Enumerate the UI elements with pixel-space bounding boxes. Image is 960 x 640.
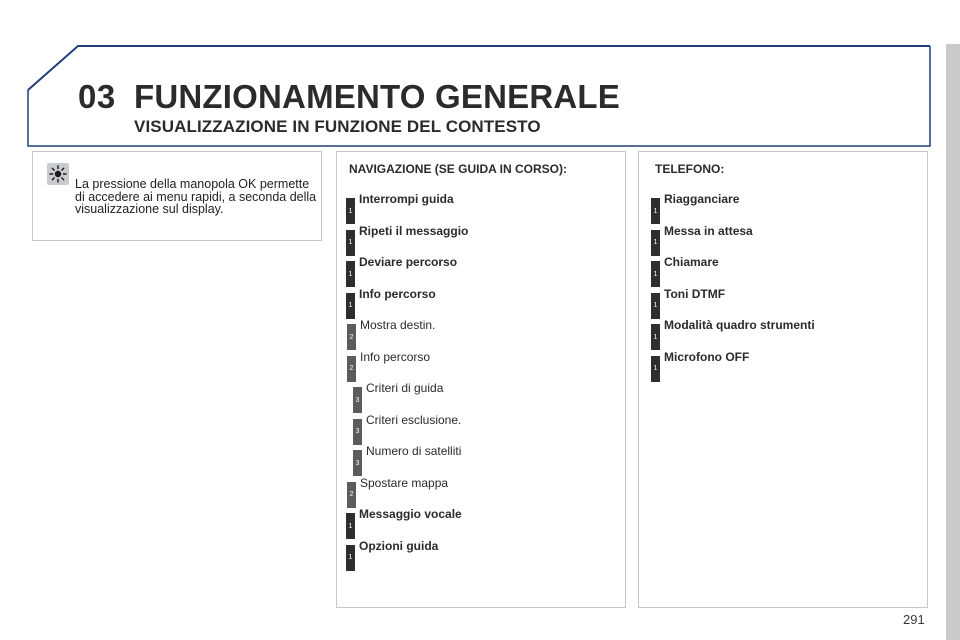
- telephone-menu-item: Chiamare: [664, 255, 719, 269]
- chapter-title: FUNZIONAMENTO GENERALE: [134, 78, 620, 115]
- telephone-level-badge: 1: [651, 292, 660, 319]
- navigation-menu-item: Mostra destin.: [360, 318, 436, 332]
- telephone-menu-item: Modalità quadro strumenti: [664, 318, 815, 332]
- navigation-menu-item: Criteri di guida: [366, 381, 444, 395]
- navigation-level-badge: 1: [346, 544, 355, 571]
- navigation-menu-item: Info percorso: [359, 286, 436, 301]
- telephone-level-badge: 1: [651, 198, 660, 224]
- telephone-menu-item: Riagganciare: [664, 192, 740, 206]
- navigation-menu-item: Interrompi guida: [359, 192, 454, 206]
- navigation-level-badge: 1: [346, 513, 355, 539]
- navigation-level-badge: 2: [347, 324, 356, 350]
- telephone-level-badge: 1: [651, 229, 660, 256]
- navigation-menu-item: Messaggio vocale: [359, 507, 462, 521]
- navigation-level-badge: 1: [346, 198, 355, 224]
- navigation-level-badge: 1: [346, 261, 355, 287]
- navigation-level-badge: 3: [353, 387, 362, 413]
- telephone-section-title: TELEFONO:: [655, 162, 725, 176]
- navigation-panel: [336, 151, 626, 608]
- telephone-panel: [638, 151, 928, 608]
- telephone-level-badge: 1: [651, 324, 660, 350]
- navigation-level-badge: 3: [353, 450, 362, 476]
- navigation-menu-item: Spostare mappa: [360, 475, 449, 490]
- navigation-level-badge: 2: [347, 481, 356, 508]
- telephone-menu-item: Toni DTMF: [664, 286, 726, 301]
- navigation-menu-item: Opzioni guida: [359, 538, 439, 553]
- telephone-menu-item: Microfono OFF: [664, 349, 750, 364]
- telephone-level-badge: 1: [651, 261, 660, 287]
- page-number: 291: [903, 612, 925, 627]
- telephone-menu-item: Messa in attesa: [664, 223, 753, 238]
- telephone-level-badge: 1: [651, 355, 660, 382]
- navigation-menu-item: Criteri esclusione.: [366, 412, 462, 427]
- navigation-section-title: NAVIGAZIONE (SE GUIDA IN CORSO):: [349, 162, 568, 176]
- info-panel: [32, 151, 322, 241]
- chapter-subtitle: VISUALIZZAZIONE IN FUNZIONE DEL CONTESTO: [134, 117, 541, 136]
- info-text: La pressione della manopola OK permette …: [75, 177, 317, 216]
- navigation-level-badge: 1: [346, 229, 355, 256]
- navigation-level-badge: 2: [347, 355, 356, 382]
- navigation-level-badge: 1: [346, 292, 355, 319]
- navigation-menu-item: Numero di satelliti: [366, 444, 462, 458]
- navigation-menu-item: Ripeti il messaggio: [359, 223, 469, 238]
- light-icon: [47, 163, 69, 185]
- page-edge-stripe: [946, 44, 960, 640]
- navigation-menu-item: Deviare percorso: [359, 255, 458, 269]
- navigation-level-badge: 3: [353, 418, 362, 445]
- header-frame: [27, 45, 931, 147]
- navigation-menu-item: Info percorso: [360, 349, 431, 364]
- chapter-number: 03: [78, 78, 116, 115]
